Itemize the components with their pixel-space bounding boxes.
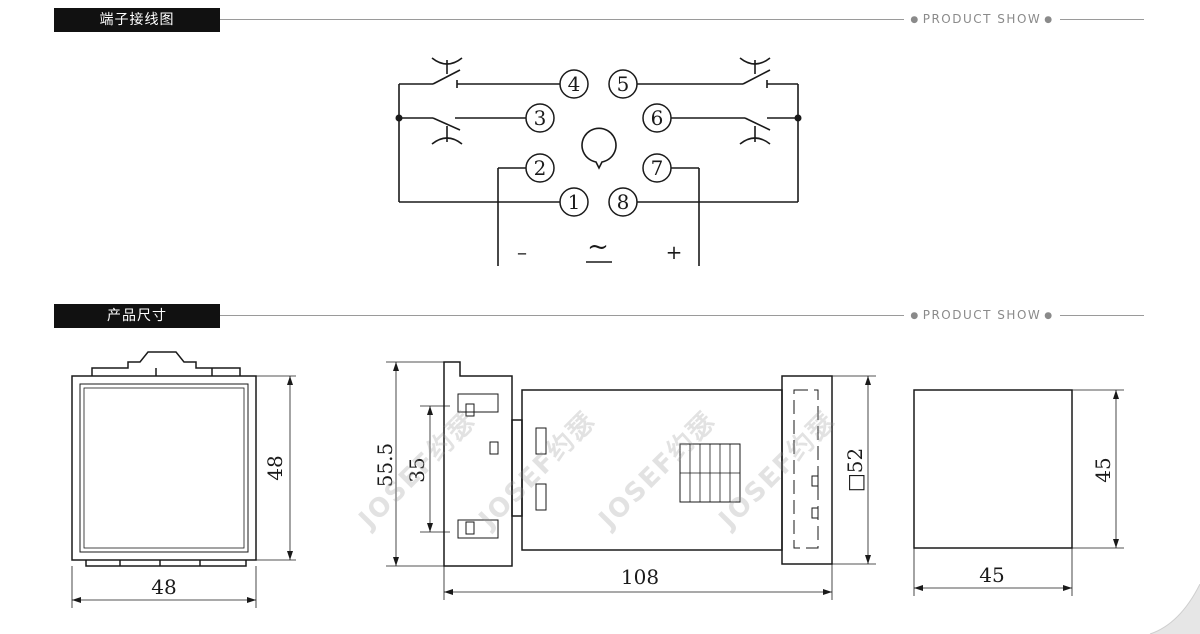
dim-side-length: 108 [621,565,659,589]
terminal-2 [525,153,555,183]
section-header-dimensions: 产品尺寸 ●PRODUCT SHOW● [54,304,1144,328]
header-rule [220,315,904,316]
dim-side-square: □52 [843,448,867,492]
terminal-4 [559,69,589,99]
supply-ac: ~ [587,232,609,262]
dim-side-height-inner: 35 [405,457,429,482]
dim-side-height-outer: 55.5 [373,443,397,488]
terminal-label-7: 7 [651,156,664,180]
terminal-label-3: 3 [534,106,547,130]
terminal-label-5: 5 [617,72,630,96]
section-title-wiring: 端子接线图 [54,8,220,32]
terminal-label-6: 6 [651,106,664,130]
terminal-7 [642,153,672,183]
terminal-label-2: 2 [534,156,547,180]
product-show-label: ●PRODUCT SHOW● [910,12,1054,26]
terminal-8 [608,187,638,217]
page-curl-decoration [1149,584,1200,634]
front-view [71,351,296,608]
section-title-dimensions: 产品尺寸 [54,304,220,328]
side-view [386,361,876,600]
header-rule [1060,19,1144,20]
cutout-view [913,389,1124,596]
supply-plus: + [666,240,683,264]
dim-front-width: 48 [151,575,176,599]
section-header-wiring: 端子接线图 ●PRODUCT SHOW● [54,8,1144,32]
header-rule [220,19,904,20]
dim-cutout-width: 45 [979,563,1004,587]
dim-front-height: 48 [263,455,287,480]
terminal-6 [642,103,672,133]
header-rule [1060,315,1144,316]
supply-minus: – [517,240,527,264]
terminal-3 [525,103,555,133]
terminal-5 [608,69,638,99]
terminal-label-1: 1 [568,190,581,214]
terminal-label-4: 4 [568,72,581,96]
terminal-label-8: 8 [617,190,630,214]
terminal-1 [559,187,589,217]
dim-cutout-height: 45 [1091,457,1115,482]
product-show-label: ●PRODUCT SHOW● [910,308,1054,322]
